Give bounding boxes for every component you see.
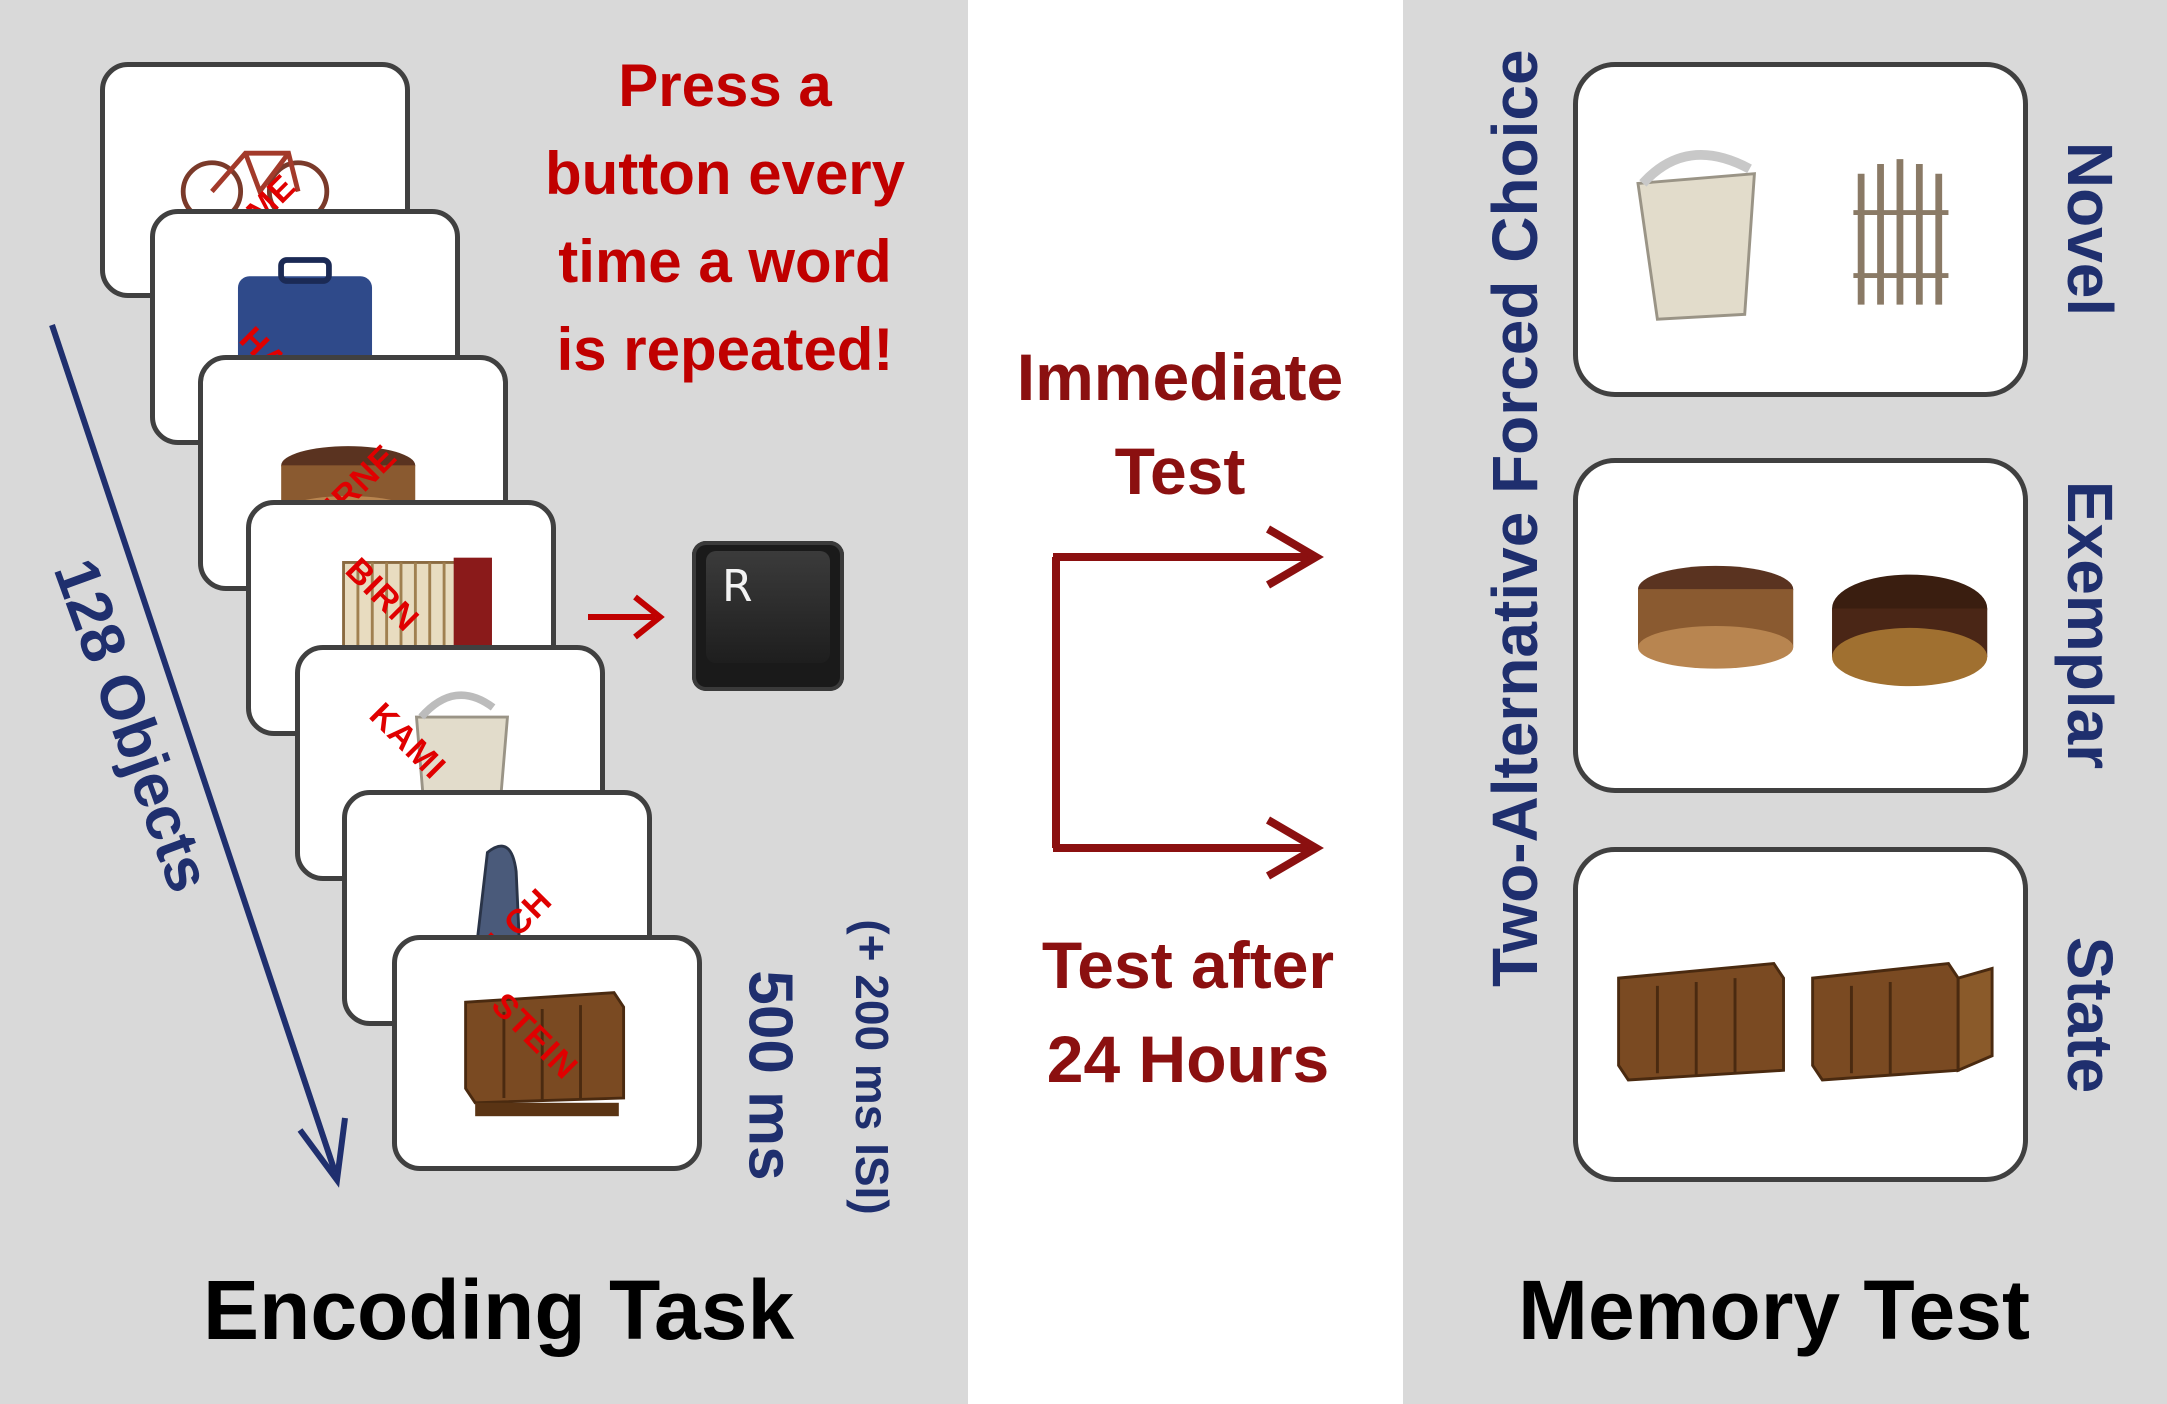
encoding-instruction: Press a button every time a word is repe… xyxy=(520,42,930,394)
state-pair-icon xyxy=(1617,962,1994,1082)
branch-arrow-head-bottom xyxy=(1265,816,1324,880)
encoding-card-sideboard: STEIN xyxy=(392,935,702,1171)
encoding-task-title: Encoding Task xyxy=(203,1263,795,1357)
condition-label-exemplar: Exemplar xyxy=(2054,480,2126,770)
memory-test-title: Memory Test xyxy=(1518,1263,2030,1357)
label-line: Test xyxy=(1114,434,1246,508)
immediate-test-label: Immediate Test xyxy=(980,330,1380,518)
branch-arrow xyxy=(1052,553,1310,852)
condition-label-state: State xyxy=(2054,936,2126,1094)
stimulus-duration-label: 500 ms xyxy=(735,970,805,1181)
key-letter: R xyxy=(722,561,753,612)
exemplar-pair-icon xyxy=(1638,565,1988,687)
branch-arrow-head-top xyxy=(1265,525,1324,589)
test-card-state xyxy=(1573,847,2028,1182)
instruction-line: time a word xyxy=(558,228,892,295)
time-arrow-head xyxy=(297,1117,348,1188)
keyboard-key-icon: R xyxy=(692,541,844,691)
delayed-test-label: Test after 24 Hours xyxy=(988,918,1388,1106)
instruction-line: Press a xyxy=(618,52,832,119)
label-line: Immediate xyxy=(1016,340,1344,414)
condition-label-novel: Novel xyxy=(2054,141,2126,317)
label-line: 24 Hours xyxy=(1046,1022,1330,1096)
test-card-exemplar xyxy=(1573,458,2028,793)
instruction-line: is repeated! xyxy=(556,316,894,383)
novel-pair-icon xyxy=(1636,150,1949,321)
instruction-line: button every xyxy=(544,140,906,207)
test-card-novel xyxy=(1573,62,2028,397)
two-afc-label: Two-Alternative Forced Choice xyxy=(1479,49,1551,987)
label-line: Test after xyxy=(1041,928,1335,1002)
sideboard-icon xyxy=(464,991,626,1117)
isi-label: (+ 200 ms ISI) xyxy=(846,919,898,1215)
response-arrow-head xyxy=(633,594,665,640)
time-arrow xyxy=(49,324,338,1173)
